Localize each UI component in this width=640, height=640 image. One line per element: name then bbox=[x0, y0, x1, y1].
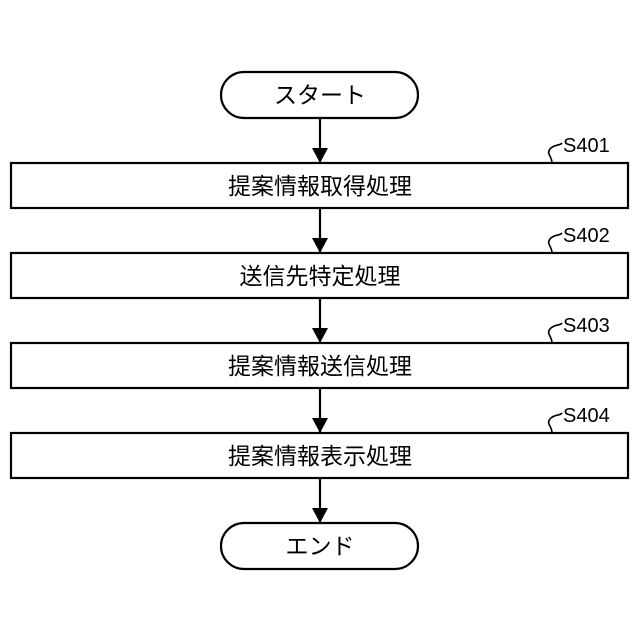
step-leader-s404 bbox=[549, 413, 562, 433]
process-step-s404: 提案情報表示処理 bbox=[11, 433, 628, 478]
process-step-s401: 提案情報取得処理 bbox=[11, 163, 628, 208]
end-label: エンド bbox=[286, 534, 355, 560]
process-step-s403: 提案情報送信処理 bbox=[11, 343, 628, 388]
process-step-s402: 送信先特定処理 bbox=[11, 253, 628, 298]
process-label-s404: 提案情報表示処理 bbox=[228, 444, 412, 470]
step-leader-s401 bbox=[549, 143, 562, 163]
start-label: スタート bbox=[274, 83, 366, 109]
arrowhead-start-to-s401 bbox=[312, 148, 328, 163]
arrowhead-s402-to-s403 bbox=[312, 328, 328, 343]
arrowhead-s401-to-s402 bbox=[312, 238, 328, 253]
step-id-s402: S402 bbox=[563, 225, 610, 247]
step-leader-s402 bbox=[549, 233, 562, 253]
start-terminal: スタート bbox=[221, 72, 418, 118]
arrowhead-s404-to-end bbox=[312, 508, 328, 523]
process-label-s402: 送信先特定処理 bbox=[240, 264, 401, 290]
process-label-s403: 提案情報送信処理 bbox=[228, 354, 412, 380]
arrowhead-s403-to-s404 bbox=[312, 418, 328, 433]
step-id-s404: S404 bbox=[563, 405, 610, 427]
step-leader-s403 bbox=[549, 323, 562, 343]
process-label-s401: 提案情報取得処理 bbox=[228, 174, 412, 200]
end-terminal: エンド bbox=[221, 523, 418, 569]
step-id-s403: S403 bbox=[563, 315, 610, 337]
step-id-s401: S401 bbox=[563, 135, 610, 157]
